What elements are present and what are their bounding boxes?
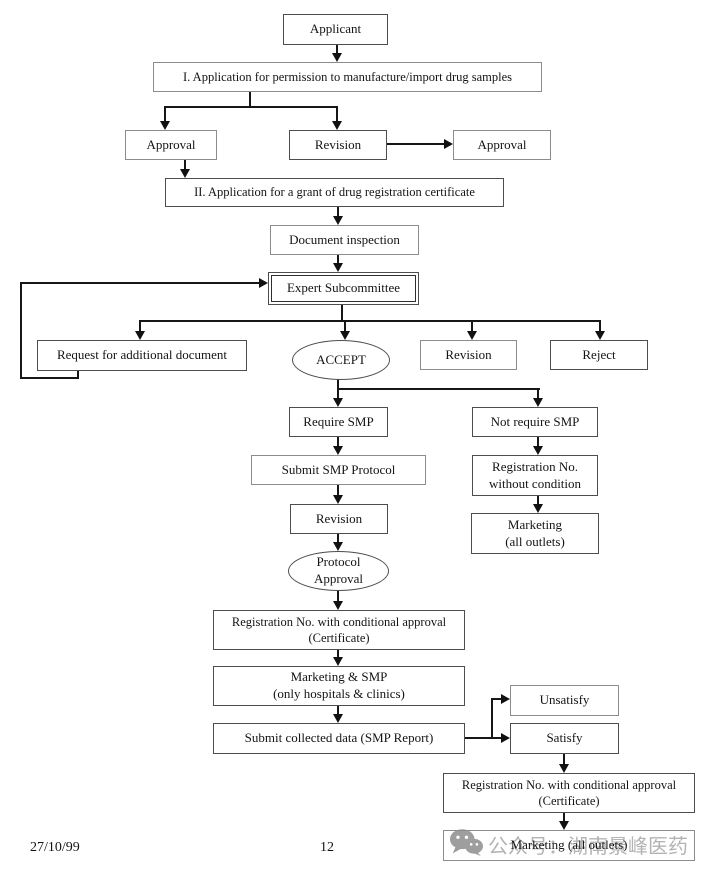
flow-node-step1: I. Application for permission to manufac… — [153, 62, 542, 92]
arrowhead-down-icon — [559, 821, 569, 830]
flow-node-approval-left: Approval — [125, 130, 217, 160]
connector-line — [463, 737, 501, 739]
connector-line — [139, 320, 601, 322]
flow-node-registration-conditional-1: Registration No. with conditional approv… — [213, 610, 465, 650]
connector-line — [336, 43, 338, 54]
connector-line — [471, 321, 473, 331]
flow-node-reject: Reject — [550, 340, 648, 370]
arrowhead-right-icon — [444, 139, 453, 149]
arrowhead-right-icon — [501, 733, 510, 743]
footer-date: 27/10/99 — [30, 840, 80, 855]
arrowhead-down-icon — [333, 216, 343, 225]
arrowhead-down-icon — [533, 398, 543, 407]
connector-line — [599, 321, 601, 331]
arrowhead-down-icon — [333, 263, 343, 272]
flow-node-revision-3: Revision — [290, 504, 388, 534]
connector-line — [164, 106, 338, 108]
connector-line — [337, 378, 339, 390]
connector-line — [20, 377, 79, 379]
connector-line — [491, 698, 501, 700]
connector-line — [337, 648, 339, 658]
watermark: 公众号：湖南景峰医药 — [449, 827, 688, 862]
connector-line — [563, 752, 565, 764]
connector-line — [337, 704, 339, 715]
arrowhead-down-icon — [333, 601, 343, 610]
connector-line — [164, 107, 166, 121]
connector-line — [537, 494, 539, 505]
flow-node-submit-smp-protocol: Submit SMP Protocol — [251, 455, 426, 485]
flow-node-marketing-and-smp: Marketing & SMP (only hospitals & clinic… — [213, 666, 465, 706]
arrowhead-down-icon — [333, 495, 343, 504]
connector-line — [537, 435, 539, 447]
connector-line — [336, 107, 338, 121]
connector-line — [20, 282, 259, 284]
connector-line — [337, 435, 339, 447]
arrowhead-down-icon — [533, 504, 543, 513]
flow-node-applicant: Applicant — [283, 14, 388, 45]
connector-line — [337, 205, 339, 216]
arrowhead-down-icon — [332, 121, 342, 130]
flow-node-submit-collected-data: Submit collected data (SMP Report) — [213, 723, 465, 754]
connector-line — [337, 532, 339, 543]
flow-node-revision-2: Revision — [420, 340, 517, 370]
flow-node-step2: II. Application for a grant of drug regi… — [165, 178, 504, 207]
connector-line — [337, 389, 339, 399]
wechat-icon — [449, 827, 483, 862]
flow-node-registration-no-without-condition: Registration No. without condition — [472, 455, 598, 496]
watermark-text: 公众号：湖南景峰医药 — [488, 836, 688, 858]
connector-line — [139, 321, 141, 331]
connector-line — [491, 698, 493, 739]
connector-line — [563, 811, 565, 821]
flow-node-request-additional-document: Request for additional document — [37, 340, 247, 371]
connector-line — [537, 389, 539, 399]
flow-node-approval-right: Approval — [453, 130, 551, 160]
connector-line — [20, 282, 22, 379]
connector-line — [337, 483, 339, 496]
flow-node-document-inspection: Document inspection — [270, 225, 419, 255]
flow-node-registration-conditional-2: Registration No. with conditional approv… — [443, 773, 695, 813]
arrowhead-down-icon — [559, 764, 569, 773]
arrowhead-down-icon — [332, 53, 342, 62]
flow-node-protocol-approval: Protocol Approval — [288, 551, 389, 591]
connector-line — [344, 321, 346, 331]
arrowhead-down-icon — [180, 169, 190, 178]
connector-line — [249, 90, 251, 108]
connector-line — [337, 589, 339, 602]
flow-node-satisfy: Satisfy — [510, 723, 619, 754]
connector-line — [184, 158, 186, 169]
arrowhead-down-icon — [333, 542, 343, 551]
arrowhead-right-icon — [259, 278, 268, 288]
flow-node-accept: ACCEPT — [292, 340, 390, 380]
arrowhead-down-icon — [340, 331, 350, 340]
flow-node-unsatisfy: Unsatisfy — [510, 685, 619, 716]
flow-node-revision-1: Revision — [289, 130, 387, 160]
arrowhead-down-icon — [533, 446, 543, 455]
arrowhead-down-icon — [595, 331, 605, 340]
arrowhead-down-icon — [333, 714, 343, 723]
flow-node-require-smp: Require SMP — [289, 407, 388, 437]
connector-line — [77, 369, 79, 379]
connector-line — [341, 303, 343, 322]
connector-line — [385, 143, 444, 145]
arrowhead-down-icon — [160, 121, 170, 130]
arrowhead-down-icon — [333, 446, 343, 455]
footer-page-number: 12 — [320, 840, 334, 855]
arrowhead-right-icon — [501, 694, 510, 704]
flow-node-expert-subcommittee: Expert Subcommittee — [268, 272, 419, 305]
arrowhead-down-icon — [135, 331, 145, 340]
connector-line — [337, 253, 339, 263]
flow-node-not-require-smp: Not require SMP — [472, 407, 598, 437]
arrowhead-down-icon — [333, 657, 343, 666]
arrowhead-down-icon — [333, 398, 343, 407]
connector-line — [337, 388, 540, 390]
flow-node-marketing-all-outlets-2: Marketing (all outlets) — [443, 830, 695, 861]
flow-node-marketing-all-outlets-1: Marketing (all outlets) — [471, 513, 599, 554]
arrowhead-down-icon — [467, 331, 477, 340]
